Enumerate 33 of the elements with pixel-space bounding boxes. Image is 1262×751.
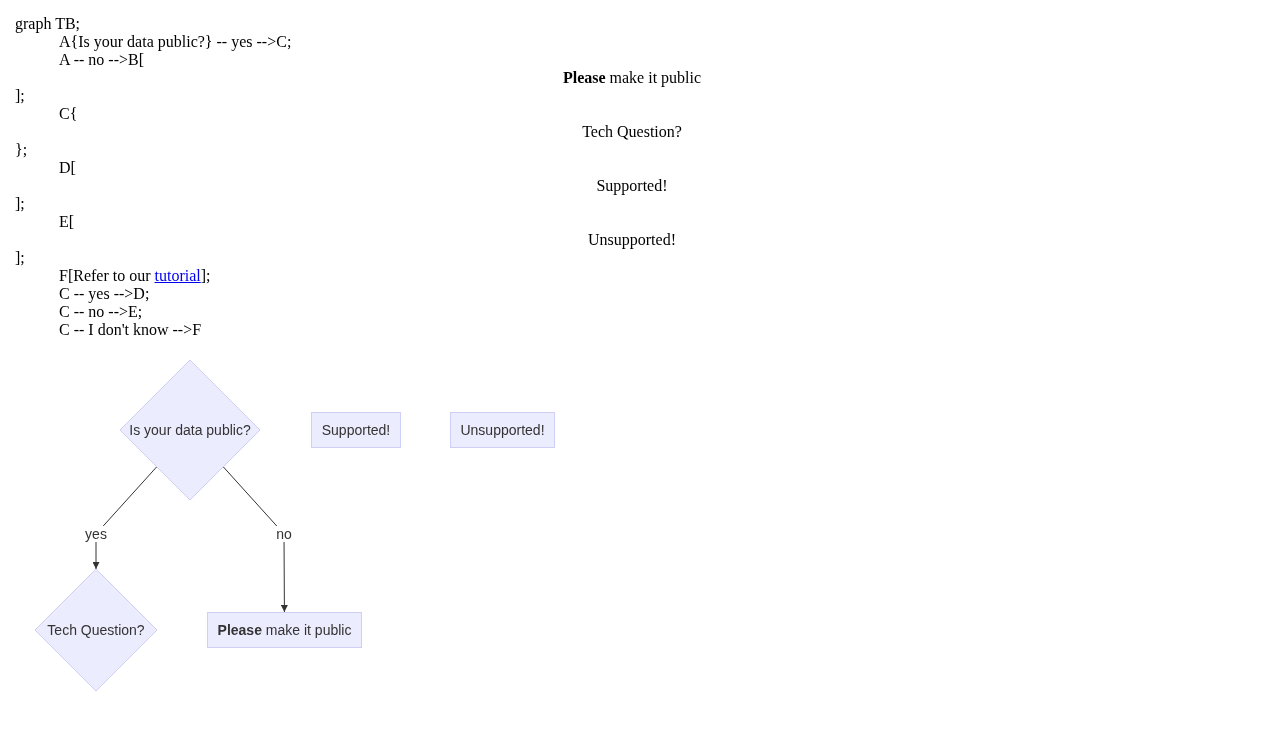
code-line: graph TB; (15, 15, 81, 33)
code-line: Tech Question? (582, 123, 682, 141)
edge-label: no (274, 526, 294, 542)
node-label: Unsupported! (460, 422, 545, 438)
code-line: }; (15, 141, 28, 159)
code-line: Unsupported! (588, 231, 676, 249)
code-line: C -- no -->E; (59, 303, 143, 321)
decision-diamond (120, 360, 260, 500)
node-label: Please make it public (217, 622, 352, 638)
code-line: A -- no -->B[ (59, 51, 144, 69)
process-box (311, 412, 401, 448)
node-label: Is your data public? (129, 422, 251, 438)
tutorial-link: tutorial (154, 267, 201, 285)
process-box (450, 412, 555, 448)
code-line: D[ (59, 159, 76, 177)
decision-diamond (35, 569, 157, 691)
code-line: C -- I don't know -->F (59, 321, 202, 339)
code-line: ]; (15, 195, 25, 213)
code-line: Please make it public (562, 69, 702, 87)
node-label: Tech Question? (47, 622, 145, 638)
code-line: ]; (15, 249, 25, 267)
code-line: C -- yes -->D; (59, 285, 150, 303)
node-label: Supported! (321, 422, 391, 438)
code-line: ]; (15, 87, 25, 105)
arrow (222, 466, 288, 613)
code-line: Supported! (596, 177, 668, 195)
code-line: A{Is your data public?} -- yes -->C; (59, 33, 292, 51)
code-line: E[ (59, 213, 75, 231)
code-text: ]; (200, 267, 211, 285)
process-box (207, 612, 362, 648)
code-text: F[Refer to our (59, 267, 151, 285)
edge-label: yes (83, 526, 109, 542)
code-line: C{ (59, 105, 78, 123)
